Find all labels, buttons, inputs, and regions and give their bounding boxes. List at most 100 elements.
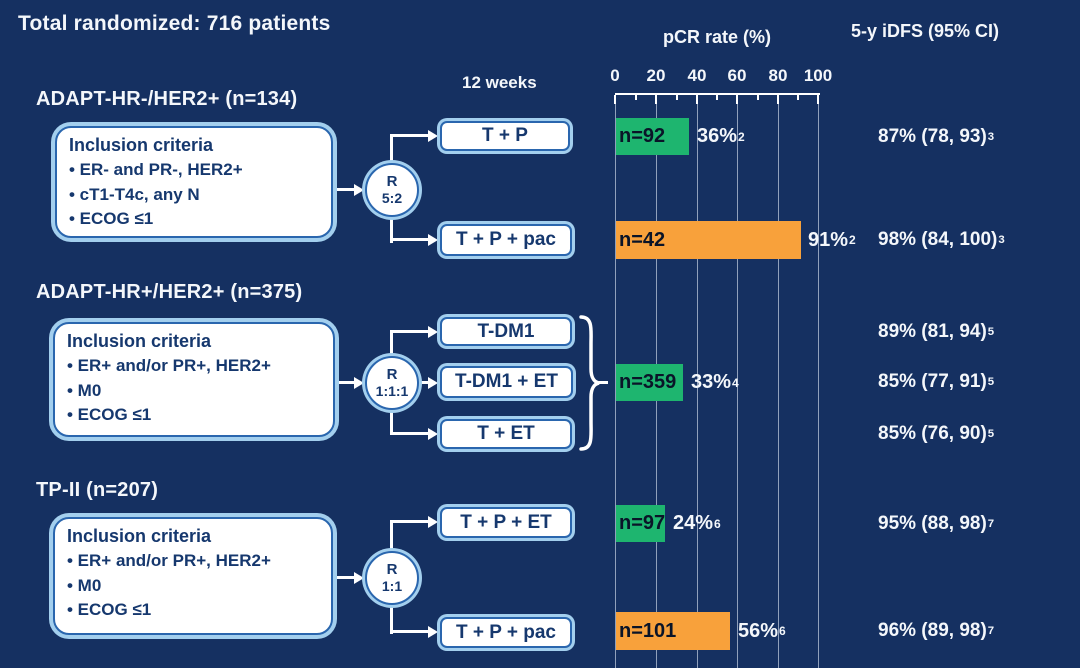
treatment-box-t-p: T + P — [440, 121, 570, 151]
axis-minor-tick — [676, 95, 678, 100]
inclusion-item: • ER+ and/or PR+, HER2+ — [67, 356, 271, 375]
inclusion-title: Inclusion criteria — [67, 331, 212, 351]
idfs-value: 85% (76, 90)5 — [878, 423, 995, 444]
idfs-value: 87% (78, 93)3 — [878, 125, 995, 147]
axis-major-tick — [736, 95, 738, 104]
axis-major-tick — [817, 95, 819, 104]
axis-tick-label: 0 — [610, 66, 620, 85]
arrow-right-icon — [428, 130, 438, 142]
pcr-percent: 36% — [697, 125, 738, 147]
inclusion-criteria-box: Inclusion criteria • ER- and PR-, HER2+ … — [55, 126, 333, 238]
idfs-text: 95% (88, 98) — [878, 512, 987, 534]
idfs-text: 98% (84, 100) — [878, 229, 998, 250]
pcr-percent: 91% — [808, 228, 849, 251]
pcr-percent: 56% — [738, 619, 779, 642]
idfs-column-title: 5-y iDFS (95% CI) — [851, 21, 1000, 41]
idfs-value: 85% (77, 91)5 — [878, 371, 995, 392]
gridline-0 — [615, 95, 616, 668]
pcr-bar-t-p-pac-2: n=101 — [616, 612, 730, 650]
idfs-value: 89% (81, 94)5 — [878, 320, 995, 342]
inclusion-item: • M0 — [67, 380, 102, 400]
pcr-bar-t-p-et: n=97 — [616, 505, 665, 542]
axis-major-tick — [696, 95, 698, 104]
inclusion-item: • cT1-T4c, any N — [69, 184, 200, 204]
treatment-box-t-et: T + ET — [440, 419, 572, 449]
section-header-tp2: TP-II (n=207) — [36, 479, 159, 501]
gridline-60 — [737, 95, 738, 668]
bar-n-label: n=101 — [619, 619, 677, 642]
axis-tick-label: 20 — [646, 66, 666, 85]
idfs-text: 87% (78, 93) — [878, 125, 987, 147]
gridline-80 — [778, 95, 779, 668]
randomization-label: R — [386, 561, 398, 579]
bar-n-label: n=97 — [619, 512, 666, 534]
idfs-value: 98% (84, 100)3 — [878, 229, 1005, 250]
idfs-text: 96% (89, 98) — [878, 620, 987, 641]
inclusion-item: • ECOG ≤1 — [67, 405, 152, 425]
treatment-box-t-p-pac: T + P + pac — [440, 617, 572, 648]
section-header-adapt-hr-neg: ADAPT-HR-/HER2+ (n=134) — [36, 88, 298, 110]
axis-major-tick — [614, 95, 616, 104]
axis-tick-label: 80 — [768, 66, 788, 85]
treatment-box-t-p-et: T + P + ET — [440, 507, 572, 538]
arrow-right-icon — [428, 626, 438, 638]
idfs-value: 95% (88, 98)7 — [878, 512, 995, 534]
pcr-axis-line — [615, 93, 820, 95]
inclusion-item: • ECOG ≤1 — [67, 600, 152, 620]
inclusion-title: Inclusion criteria — [69, 135, 214, 155]
connector-line-horizontal — [390, 330, 429, 333]
pcr-value-label: 91%2 — [808, 228, 856, 251]
connector-line-horizontal — [390, 520, 429, 523]
connector-line-horizontal — [336, 188, 356, 191]
axis-tick-label: 100 — [803, 66, 833, 85]
randomization-circle: R 1:1:1 — [365, 356, 419, 410]
arrow-right-icon — [354, 572, 364, 584]
gridline-40 — [697, 95, 698, 668]
randomization-ratio: 5:2 — [381, 189, 403, 206]
pcr-axis-title: pCR rate (%) — [662, 27, 771, 47]
arrow-right-icon — [428, 516, 438, 528]
gridline-100 — [818, 95, 819, 668]
connector-line-horizontal — [390, 432, 429, 435]
pcr-percent: 33% — [691, 371, 732, 393]
arrow-right-icon — [428, 326, 438, 338]
idfs-value: 96% (89, 98)7 — [878, 620, 995, 641]
randomization-ratio: 1:1:1 — [375, 382, 409, 399]
axis-major-tick — [777, 95, 779, 104]
pcr-value-label: 56%6 — [738, 619, 786, 642]
bar-n-label: n=42 — [619, 228, 666, 251]
idfs-text: 85% (77, 91) — [878, 371, 987, 392]
arrow-right-icon — [354, 184, 364, 196]
pcr-bar-pooled: n=359 — [616, 364, 683, 401]
bar-n-label: n=92 — [619, 125, 666, 147]
connector-line-vertical — [390, 520, 393, 554]
connector-line-vertical — [390, 134, 393, 165]
axis-tick-label: 60 — [727, 66, 747, 85]
curly-brace-icon — [579, 315, 600, 451]
randomization-circle: R 5:2 — [365, 163, 419, 217]
inclusion-criteria-box: Inclusion criteria • ER+ and/or PR+, HER… — [53, 517, 333, 635]
connector-line-horizontal — [599, 381, 608, 384]
pcr-bar-t-p-pac: n=42 — [616, 221, 801, 259]
idfs-text: 89% (81, 94) — [878, 320, 987, 342]
arrow-right-icon — [428, 428, 438, 440]
treatment-box-tdm1-et: T-DM1 + ET — [440, 366, 573, 398]
pcr-percent: 24% — [673, 512, 714, 534]
axis-minor-tick — [757, 95, 759, 100]
randomization-circle: R 1:1 — [365, 551, 419, 605]
randomization-label: R — [386, 173, 398, 191]
connector-line-horizontal — [390, 238, 429, 241]
pcr-value-label: 24%6 — [673, 512, 721, 534]
slide-title: Total randomized: 716 patients — [18, 12, 331, 35]
pcr-value-label: 36%2 — [697, 125, 745, 147]
axis-minor-tick — [716, 95, 718, 100]
pcr-value-label: 33%4 — [691, 371, 739, 393]
arrow-right-icon — [354, 377, 364, 389]
treatment-box-t-p-pac: T + P + pac — [440, 224, 572, 256]
connector-line-vertical — [390, 330, 393, 359]
inclusion-item: • ECOG ≤1 — [69, 209, 154, 229]
pcr-bar-t-p: n=92 — [616, 118, 689, 155]
inclusion-criteria-box: Inclusion criteria • ER+ and/or PR+, HER… — [53, 322, 335, 437]
connector-line-horizontal — [390, 134, 429, 137]
